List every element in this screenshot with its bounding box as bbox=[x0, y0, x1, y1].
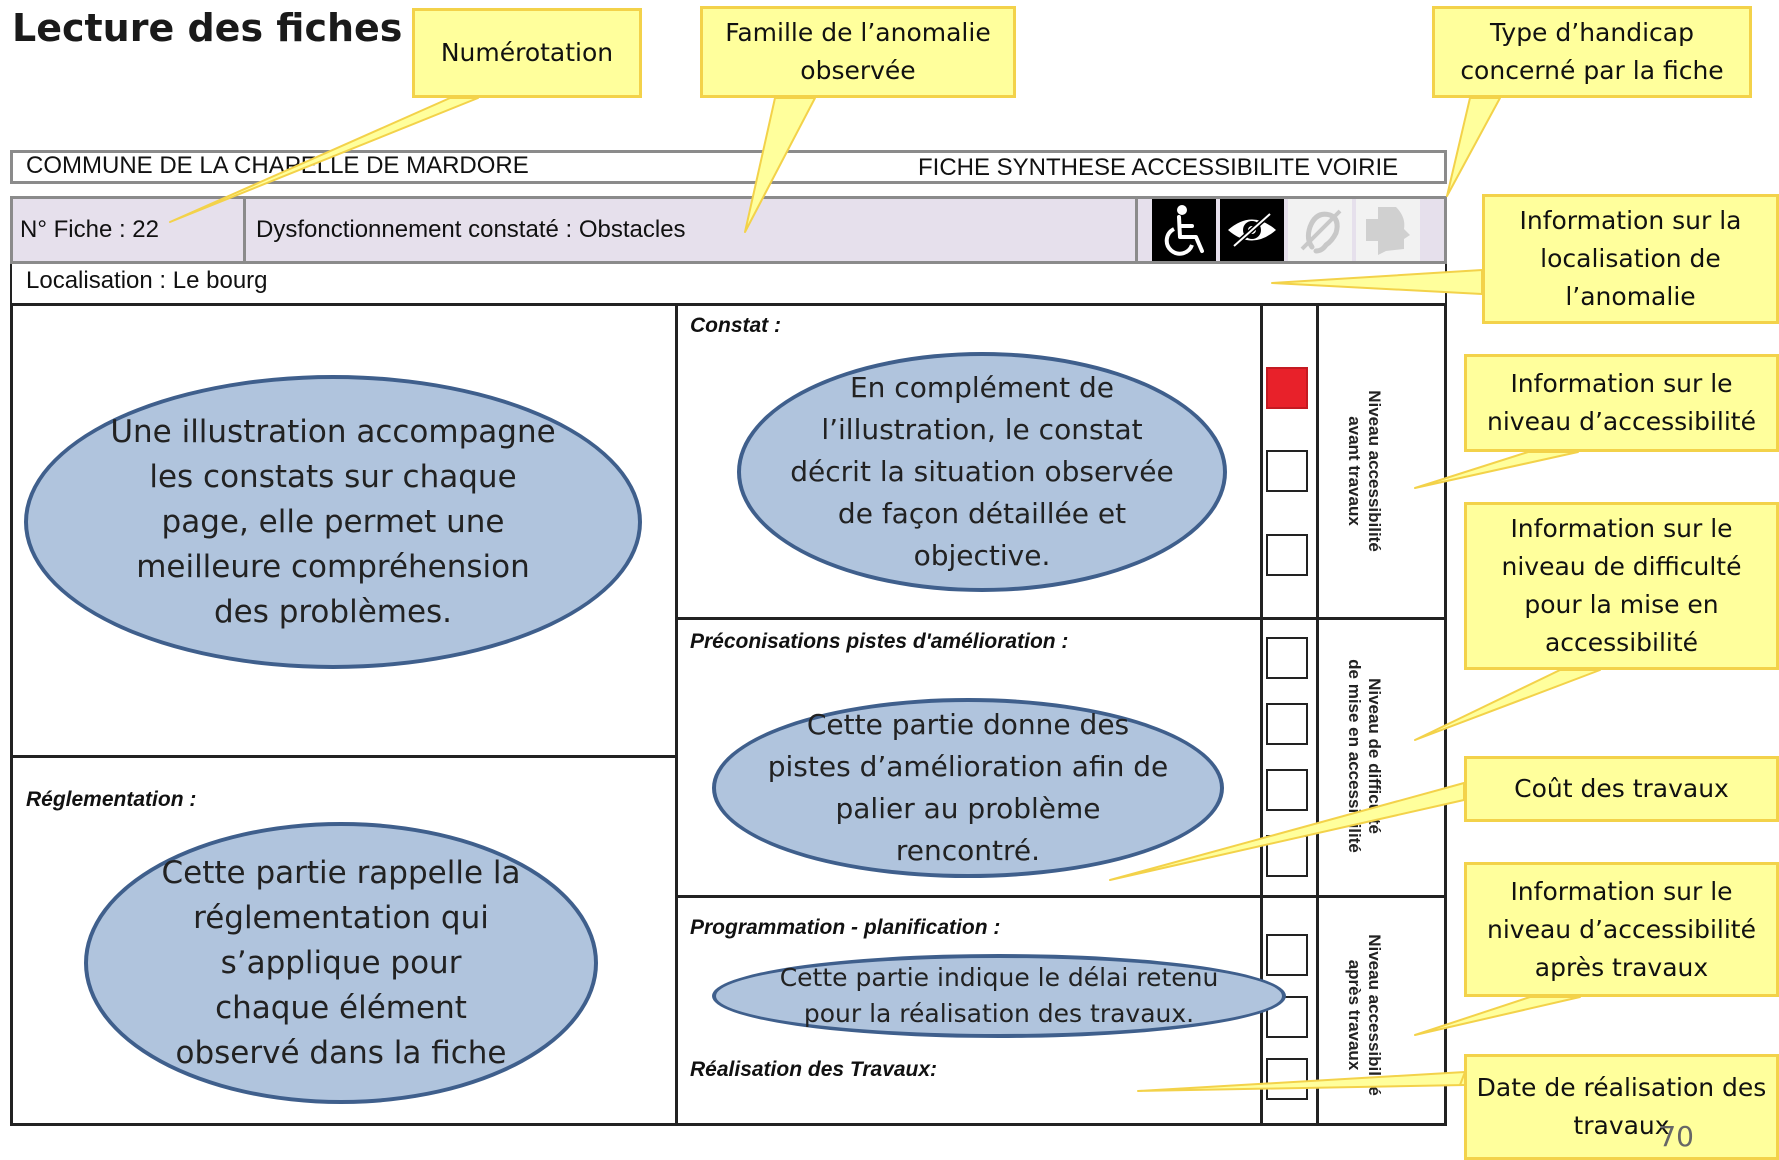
leader-niveau-access bbox=[1414, 451, 1579, 489]
ellipse-illustration-line: page, elle permet une bbox=[161, 503, 505, 540]
checkbox-difficulte-2 bbox=[1266, 703, 1308, 745]
preconisations-label: Préconisations pistes d'amélioration : bbox=[690, 630, 1069, 653]
ellipse-illustration: Une illustration accompagne les constats… bbox=[24, 375, 642, 669]
ellipse-reglementation-line: s’applique pour bbox=[220, 944, 462, 981]
callout-apres: Information sur le niveau d’accessibilit… bbox=[1464, 862, 1779, 997]
ellipse-illustration-line: les constats sur chaque bbox=[149, 458, 517, 495]
callout-localisation-line: localisation de bbox=[1540, 244, 1721, 273]
realisation-label: Réalisation des Travaux: bbox=[690, 1058, 938, 1081]
grid-hline-right-2 bbox=[675, 895, 1447, 898]
callout-date: Date de réalisation des travaux bbox=[1464, 1054, 1779, 1160]
ellipse-pistes-line: palier au problème bbox=[835, 792, 1101, 825]
checkbox-apres-3 bbox=[1266, 1058, 1308, 1100]
ellipse-reglementation-line: chaque élément bbox=[215, 989, 467, 1026]
ellipse-constat: En complément de l’illustration, le cons… bbox=[737, 352, 1227, 592]
ear-icon bbox=[1288, 199, 1352, 261]
programmation-label: Programmation - planification : bbox=[690, 916, 1001, 939]
dysfonctionnement: Dysfonctionnement constaté : Obstacles bbox=[256, 216, 686, 243]
callout-difficulte-line: Information sur le bbox=[1510, 514, 1733, 543]
callout-cout-text: Coût des travaux bbox=[1514, 774, 1729, 803]
callout-localisation-line: l’anomalie bbox=[1565, 282, 1696, 311]
callout-niveau-access-line: Information sur le bbox=[1510, 369, 1733, 398]
leader-difficulte bbox=[1414, 669, 1601, 741]
ellipse-delai-line: pour la réalisation des travaux. bbox=[803, 999, 1195, 1028]
ellipse-illustration-line: des problèmes. bbox=[213, 593, 453, 630]
ellipse-pistes-line: pistes d’amélioration afin de bbox=[767, 750, 1169, 783]
page-number: 70 bbox=[1658, 1120, 1694, 1153]
ellipse-constat-line: objective. bbox=[913, 539, 1051, 572]
callout-date-line: Date de réalisation des bbox=[1476, 1073, 1767, 1102]
callout-type-handicap: Type d’handicap concerné par la fiche bbox=[1432, 6, 1752, 98]
checkbox-avant-2 bbox=[1266, 450, 1308, 492]
ellipse-reglementation-line: observé dans la fiche bbox=[175, 1034, 507, 1071]
leader-date-1 bbox=[1137, 1071, 1466, 1092]
ellipse-constat-line: l’illustration, le constat bbox=[821, 413, 1143, 446]
callout-localisation: Information sur la localisation de l’ano… bbox=[1482, 194, 1779, 324]
reglementation-label: Réglementation : bbox=[26, 788, 197, 811]
leader-localisation bbox=[1271, 269, 1483, 295]
localisation-text: Localisation : Le bourg bbox=[26, 267, 268, 294]
ellipse-reglementation-line: Cette partie rappelle la bbox=[161, 854, 521, 891]
callout-famille-line: Famille de l’anomalie bbox=[725, 18, 991, 47]
callout-type-handicap-line: concerné par la fiche bbox=[1460, 56, 1724, 85]
callout-apres-line: après travaux bbox=[1534, 952, 1709, 982]
grid-vline-center bbox=[675, 306, 678, 1126]
ellipse-reglementation-line: réglementation qui bbox=[193, 899, 489, 936]
callout-apres-line: Information sur le bbox=[1510, 876, 1733, 906]
ellipse-constat-line: En complément de bbox=[849, 371, 1115, 404]
ellipse-pistes: Cette partie donne des pistes d’améliora… bbox=[712, 698, 1224, 878]
leader-numerotation bbox=[169, 97, 479, 223]
leader-type-handicap bbox=[1446, 97, 1501, 197]
wheelchair-icon bbox=[1152, 199, 1216, 261]
checkbox-avant-1-checked bbox=[1266, 367, 1308, 409]
ellipse-constat-line: décrit la situation observée bbox=[790, 455, 1174, 488]
ellipse-delai: Cette partie indique le délai retenu pou… bbox=[712, 954, 1286, 1038]
speech-icon bbox=[1356, 199, 1420, 261]
callout-niveau-access: Information sur le niveau d’accessibilit… bbox=[1464, 354, 1779, 452]
callout-numerotation-text: Numérotation bbox=[440, 38, 614, 67]
leader-apres bbox=[1414, 996, 1581, 1036]
leader-famille bbox=[744, 97, 816, 233]
callout-difficulte-line: niveau de difficulté bbox=[1501, 552, 1742, 581]
checkbox-avant-3 bbox=[1266, 534, 1308, 576]
callout-niveau-access-line: niveau d’accessibilité bbox=[1487, 407, 1756, 436]
fiche-row-divider-2 bbox=[1135, 196, 1138, 264]
ellipse-illustration-line: Une illustration accompagne bbox=[110, 413, 556, 450]
checkbox-difficulte-1 bbox=[1266, 637, 1308, 679]
grid-vline-checks-left bbox=[1260, 306, 1263, 1126]
callout-difficulte-line: pour la mise en bbox=[1524, 590, 1719, 619]
callout-difficulte: Information sur le niveau de difficulté … bbox=[1464, 502, 1779, 670]
callout-numerotation: Numérotation bbox=[412, 8, 642, 98]
callout-localisation-line: Information sur la bbox=[1519, 206, 1742, 235]
fiche-row-divider bbox=[243, 196, 246, 264]
checkbox-apres-1 bbox=[1266, 934, 1308, 976]
ellipse-constat-line: de façon détaillée et bbox=[837, 497, 1127, 530]
page-title: Lecture des fiches bbox=[12, 6, 403, 50]
grid-hline-right-1 bbox=[675, 617, 1447, 620]
callout-famille: Famille de l’anomalie observée bbox=[700, 6, 1016, 98]
ellipse-illustration-line: meilleure compréhension bbox=[136, 548, 530, 585]
constat-label: Constat : bbox=[690, 314, 781, 337]
checkbox-difficulte-3 bbox=[1266, 769, 1308, 811]
fiche-number: N° Fiche : 22 bbox=[20, 216, 159, 243]
ellipse-pistes-line: Cette partie donne des bbox=[806, 708, 1130, 741]
eye-icon bbox=[1220, 199, 1284, 261]
callout-difficulte-line: accessibilité bbox=[1544, 628, 1699, 657]
callout-famille-line: observée bbox=[800, 56, 916, 85]
callout-apres-line: niveau d’accessibilité bbox=[1487, 914, 1756, 944]
ellipse-pistes-line: rencontré. bbox=[895, 834, 1041, 867]
ellipse-reglementation: Cette partie rappelle la réglementation … bbox=[84, 822, 598, 1104]
main-grid bbox=[10, 306, 1447, 1126]
grid-hline-left bbox=[10, 755, 676, 758]
callout-cout: Coût des travaux bbox=[1464, 756, 1779, 822]
grid-vline-checks-right bbox=[1316, 306, 1319, 1126]
leader-cout bbox=[1109, 782, 1465, 881]
callout-date-line: travaux bbox=[1573, 1111, 1670, 1140]
ellipse-delai-line: Cette partie indique le délai retenu bbox=[779, 963, 1219, 992]
callout-type-handicap-line: Type d’handicap bbox=[1490, 18, 1694, 47]
fiche-type: FICHE SYNTHESE ACCESSIBILITE VOIRIE bbox=[918, 154, 1399, 181]
header-row bbox=[10, 150, 1447, 184]
